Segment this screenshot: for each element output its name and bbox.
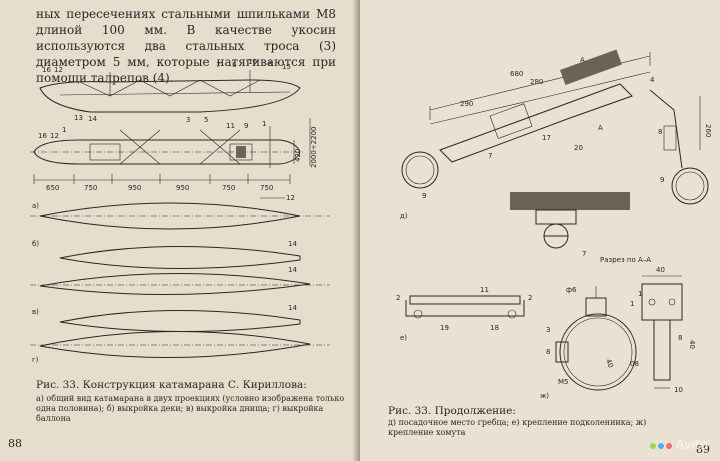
seat-drawing: 680 290 280 260 А А 4 [396, 49, 712, 400]
right-page-number: 89 [696, 443, 710, 456]
pattern-label-14a: 14 [288, 240, 297, 248]
seat-mount-view: 680 290 280 260 А А 4 [400, 49, 712, 220]
plan-label-9: 9 [244, 122, 248, 130]
dim-phi40: 40 [604, 358, 615, 369]
plan-label-1b: 1 [262, 120, 266, 128]
num-17: 17 [542, 134, 551, 142]
pattern-label-12: 12 [286, 194, 295, 202]
side-label-14: 14 [88, 115, 97, 123]
left-page: ных пересечениях стальными шпильками М8 … [0, 0, 360, 461]
dim-10: 10 [674, 386, 683, 394]
left-caption-detail: а) общий вид катамарана в двух проекциях… [36, 394, 345, 423]
num-1b: 1 [638, 290, 642, 298]
num-8: 8 [658, 128, 662, 136]
watermark-dots-icon [649, 442, 672, 449]
side-label-16: 16 [42, 66, 51, 74]
section-a-a: Разрез по А–А 7 [510, 192, 651, 264]
dim-750a: 750 [84, 184, 97, 192]
dim-950b: 950 [176, 184, 189, 192]
view-a-label: а) [32, 202, 39, 210]
num-2b: 2 [528, 294, 532, 302]
dim-290: 290 [460, 100, 473, 108]
view-v-label: в) [32, 308, 39, 316]
num-20: 20 [574, 144, 583, 152]
dim-260: 260 [704, 124, 712, 137]
pattern-label-14b: 14 [288, 266, 297, 274]
plan-label-12: 12 [50, 132, 59, 140]
dim-750c: 750 [260, 184, 273, 192]
dim-40a: 40 [656, 266, 665, 274]
clamp-view: ф6 40 М5 8 1 3 ж) 40 08 1 8 10 40 [540, 266, 696, 400]
right-caption-detail: д) посадочное место гребца; е) крепление… [388, 418, 647, 437]
side-view: 16 12 7 6 10 8 15 13 14 [39, 58, 301, 123]
dim-280: 280 [530, 78, 543, 86]
num-18: 18 [490, 324, 499, 332]
num-3: 3 [546, 326, 550, 334]
plan-label-16: 16 [38, 132, 47, 140]
dim-420: 420 [294, 149, 302, 162]
deck-pattern: а) 12 б) 14 [30, 194, 330, 269]
plan-label-11: 11 [226, 122, 235, 130]
knee-rest-view: 2 11 2 19 18 е) [396, 286, 532, 342]
num-11: 11 [480, 286, 489, 294]
float-pattern: г) [30, 330, 330, 364]
avito-watermark: Avito [649, 438, 709, 453]
dim-8: 8 [546, 348, 550, 356]
dim-680: 680 [510, 70, 523, 78]
right-page: 680 290 280 260 А А 4 [360, 0, 720, 461]
num-8b: 8 [678, 334, 682, 342]
plan-label-1: 1 [62, 126, 66, 134]
plan-label-3: 3 [186, 116, 190, 124]
dim-650: 650 [46, 184, 59, 192]
view-e-label: е) [400, 334, 407, 342]
side-label-6: 6 [232, 61, 237, 69]
side-label-7: 7 [216, 61, 220, 69]
side-label-15: 15 [282, 63, 291, 71]
view-d-label: д) [400, 212, 408, 220]
num-9b: 9 [660, 176, 664, 184]
num-4: 4 [650, 76, 655, 84]
side-label-8: 8 [268, 60, 272, 68]
left-body-text: ных пересечениях стальными шпильками М8 … [36, 7, 336, 85]
view-g-label: г) [32, 356, 39, 364]
num-7b: 7 [582, 250, 586, 258]
plan-label-5: 5 [204, 116, 208, 124]
dim-phi6: ф6 [566, 286, 577, 294]
dim-m5: М5 [558, 378, 569, 386]
marker-a1: А [580, 56, 585, 64]
left-page-number: 88 [8, 437, 22, 450]
dim-08: 08 [630, 360, 639, 368]
num-7a: 7 [488, 152, 492, 160]
side-label-10: 10 [248, 58, 257, 66]
catamaran-drawing: 16 12 7 6 10 8 15 13 14 16 12 [30, 58, 330, 364]
num-1a: 1 [630, 300, 634, 308]
plan-view: 16 12 1 3 5 11 9 1 420 2000÷2200 [30, 116, 318, 192]
dim-950a: 950 [128, 184, 141, 192]
side-label-12: 12 [54, 66, 63, 74]
section-caption: Разрез по А–А [600, 256, 651, 264]
view-b-label: б) [32, 240, 39, 248]
dim-2000-2200: 2000÷2200 [310, 127, 318, 169]
bottom-pattern: 14 в) 14 [30, 266, 330, 332]
pattern-label-14c: 14 [288, 304, 297, 312]
num-19: 19 [440, 324, 449, 332]
marker-a2: А [598, 124, 603, 132]
right-figure-caption: Рис. 33. Продолжение: [388, 405, 516, 417]
view-zh-label: ж) [540, 392, 549, 400]
left-figure-caption: Рис. 33. Конструкция катамарана С. Кирил… [36, 379, 307, 391]
num-2a: 2 [396, 294, 400, 302]
dim-40b: 40 [688, 340, 696, 349]
dim-750b: 750 [222, 184, 235, 192]
side-label-13: 13 [74, 114, 83, 122]
watermark-text: Avito [675, 438, 709, 453]
num-9a: 9 [422, 192, 426, 200]
